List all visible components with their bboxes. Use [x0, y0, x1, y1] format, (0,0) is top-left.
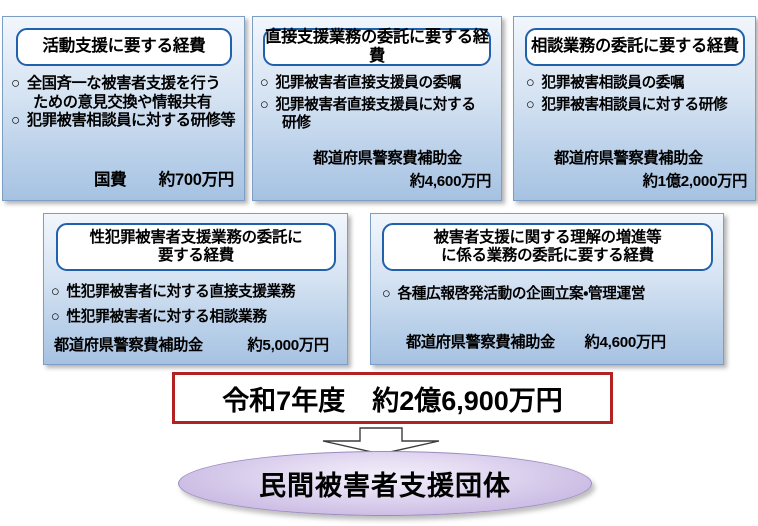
list-item-label: 全国斉一な被害者支援を行う: [26, 75, 221, 92]
recipient-organization-label: 民間被害者支援団体: [259, 471, 511, 501]
list-item: ○ 犯罪被害相談員に対する研修: [526, 97, 754, 115]
amount-prefectural-police-subsidy-value: 約4,600万円: [409, 173, 491, 190]
cost-panel-direct-support-entrustment: 直接支援業務の委託に要する経費 ○ 犯罪被害者直接支援員の委嘱 ○ 犯罪被害者直…: [252, 16, 502, 201]
amount-prefectural-police-subsidy-label: 都道府県警察費補助金: [554, 150, 703, 167]
panel-body-direct-support-entrustment: ○ 犯罪被害者直接支援員の委嘱 ○ 犯罪被害者直接支援員に対する 研修: [260, 75, 500, 132]
list-item-label: 犯罪被害相談員に対する研修等: [26, 112, 236, 130]
list-item: ○ 各種広報啓発活動の企画立案・管理運営: [382, 286, 717, 304]
list-item: ○ 犯罪被害者直接支援員に対する: [260, 97, 500, 115]
amount-prefectural-police-subsidy: 都道府県警察費補助金 約5,000万円: [54, 337, 329, 354]
list-item: ○ 性犯罪被害者に対する相談業務: [51, 309, 346, 327]
amount-prefectural-police-subsidy-value: 約1億2,000万円: [642, 173, 748, 190]
list-item-continuation: ための意見交換や情報共有: [33, 93, 212, 111]
total-budget-box: 令和7年度 約2億6,900万円: [172, 372, 613, 424]
circle-bullet-icon: ○: [11, 112, 20, 130]
list-item-label: 性犯罪被害者に対する直接支援業務: [66, 284, 296, 300]
circle-bullet-icon: ○: [526, 75, 535, 91]
list-item: ○ 犯罪被害者直接支援員の委嘱: [260, 75, 500, 93]
circle-bullet-icon: ○: [51, 284, 60, 300]
list-item-label: 犯罪被害相談員に対する研修: [541, 96, 728, 113]
panel-body-public-awareness: ○ 各種広報啓発活動の企画立案・管理運営: [382, 286, 717, 304]
panel-title-activity-support: 活動支援に要する経費: [16, 28, 232, 66]
panel-title-public-awareness: 被害者支援に関する理解の増進等 に係る業務の委託に要する経費: [382, 223, 713, 271]
amount-national-subsidy: 国費 約700万円: [93, 171, 234, 189]
recipient-organization-ellipse: 民間被害者支援団体: [178, 451, 592, 516]
circle-bullet-icon: ○: [526, 96, 535, 113]
list-item-label: 各種広報啓発活動の企画立案・管理運営: [397, 286, 646, 302]
cost-panel-sex-crime-victim-support: 性犯罪被害者支援業務の委託に 要する経費 ○ 性犯罪被害者に対する直接支援業務 …: [43, 213, 348, 365]
amount-prefectural-police-subsidy-label: 都道府県警察費補助金: [313, 150, 462, 167]
list-item: ○ 全国斉一な被害者支援を行う: [11, 75, 243, 94]
list-item-label: 犯罪被害相談員の委嘱: [541, 75, 685, 91]
list-item-continuation: 研修: [282, 114, 311, 131]
circle-bullet-icon: ○: [260, 96, 269, 113]
panel-body-activity-support: ○ 全国斉一な被害者支援を行う ための意見交換や情報共有 ○ 犯罪被害相談員に対…: [11, 75, 243, 131]
cost-panel-activity-support: 活動支援に要する経費 ○ 全国斉一な被害者支援を行う ための意見交換や情報共有 …: [2, 16, 245, 201]
circle-bullet-icon: ○: [382, 286, 391, 302]
circle-bullet-icon: ○: [260, 75, 269, 91]
panel-body-sex-crime-victim-support: ○ 性犯罪被害者に対する直接支援業務 ○ 性犯罪被害者に対する相談業務: [51, 284, 346, 327]
list-item: ○ 犯罪被害相談員の委嘱: [526, 75, 754, 93]
list-item-label: 犯罪被害者直接支援員の委嘱: [275, 75, 462, 91]
list-item-label: 犯罪被害者直接支援員に対する: [275, 96, 476, 113]
down-arrow-icon: [322, 427, 440, 455]
panel-body-consultation-entrustment: ○ 犯罪被害相談員の委嘱 ○ 犯罪被害相談員に対する研修: [526, 75, 754, 115]
cost-panel-consultation-entrustment: 相談業務の委託に要する経費 ○ 犯罪被害相談員の委嘱 ○ 犯罪被害相談員に対する…: [513, 16, 756, 201]
circle-bullet-icon: ○: [11, 75, 20, 92]
amount-prefectural-police-subsidy: 都道府県警察費補助金 約4,600万円: [406, 334, 666, 351]
panel-title-sex-crime-victim-support: 性犯罪被害者支援業務の委託に 要する経費: [56, 223, 336, 271]
list-item-label: 性犯罪被害者に対する相談業務: [66, 308, 267, 325]
list-item: ○ 性犯罪被害者に対する直接支援業務: [51, 284, 346, 302]
circle-bullet-icon: ○: [51, 308, 60, 325]
panel-title-consultation-entrustment: 相談業務の委託に要する経費: [525, 28, 745, 66]
cost-panel-public-awareness: 被害者支援に関する理解の増進等 に係る業務の委託に要する経費 ○ 各種広報啓発活…: [370, 213, 724, 365]
panel-title-direct-support-entrustment: 直接支援業務の委託に要する経費: [263, 28, 491, 66]
list-item: ○ 犯罪被害相談員に対する研修等: [11, 112, 243, 131]
total-budget-text: 令和7年度 約2億6,900万円: [222, 385, 563, 416]
